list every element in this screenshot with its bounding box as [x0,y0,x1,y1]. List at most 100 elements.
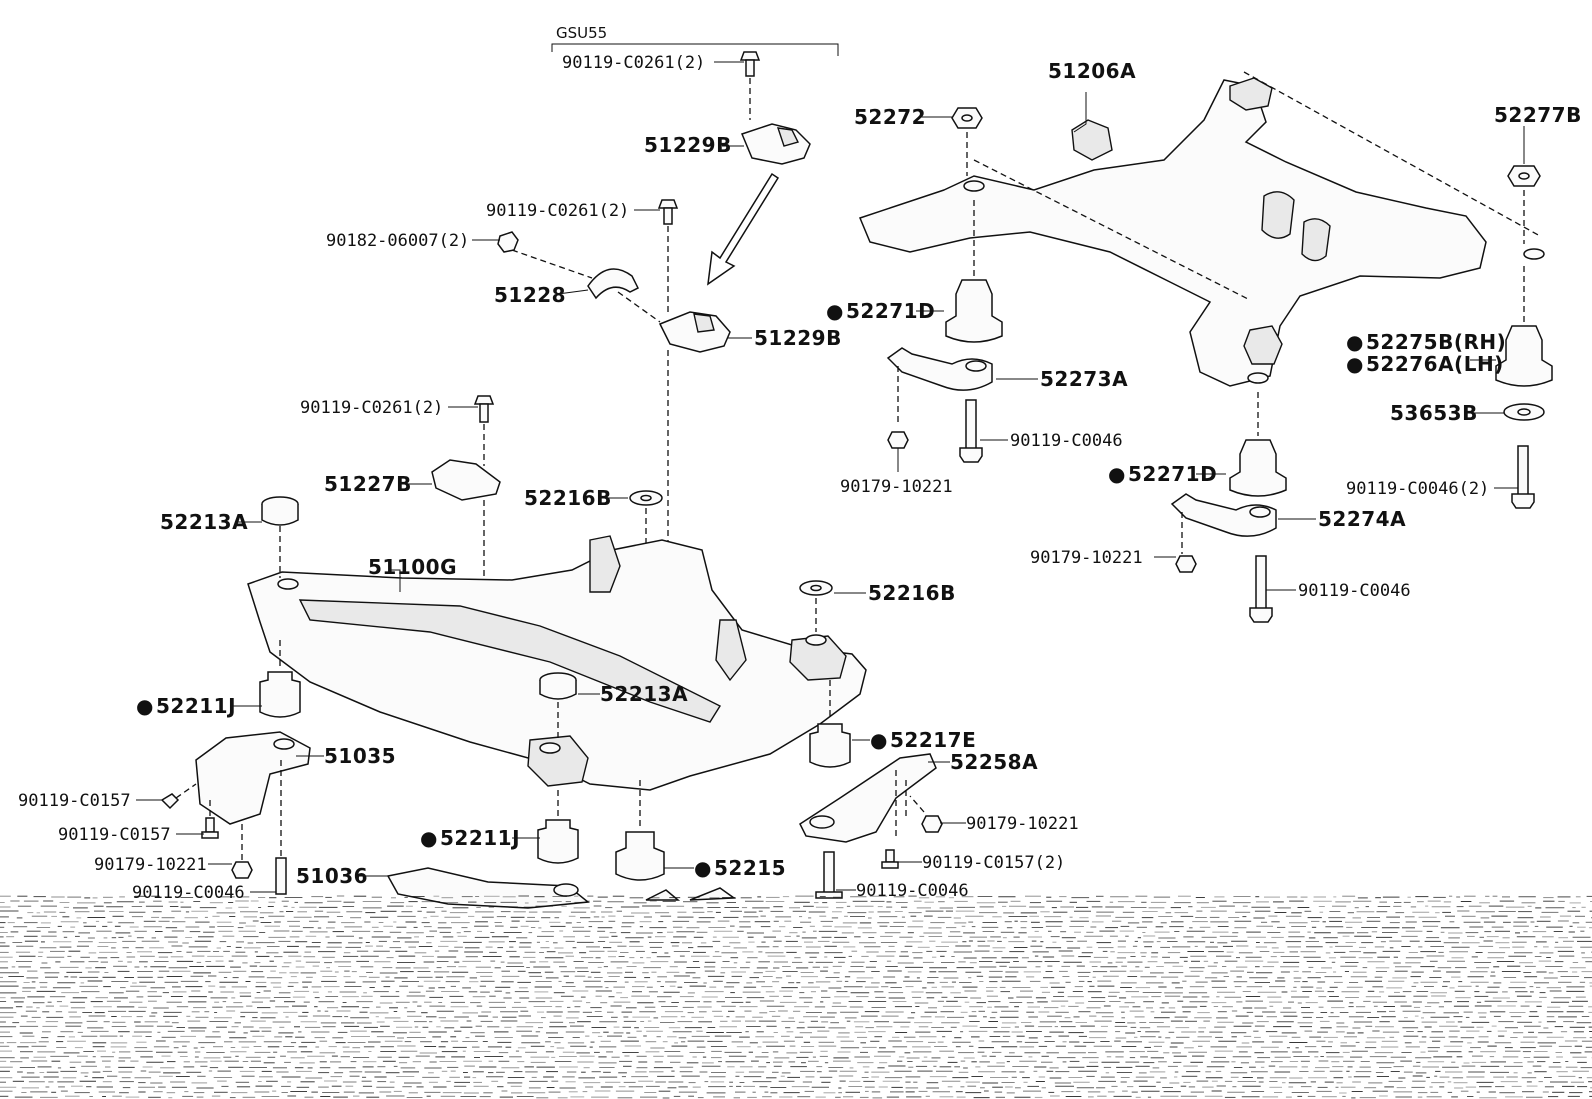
callout-90182-06007: 90182-06007(2) [326,231,469,251]
callout-labels: 90119-C0261(2) 51229B 90119-C0261(2) 901… [18,53,1582,903]
bolt-90119-c0046-r2 [1249,555,1273,623]
callout-90179-10221-mid: 90179-10221 [966,814,1079,834]
large-arrow [707,172,780,286]
callout-51035: 51035 [324,744,396,768]
callout-53653b: 53653B [1390,401,1478,425]
callout-52216b-a: 52216B [524,486,612,510]
callout-52271d-a: 52271D [846,299,935,323]
callout-90119-c0046-r1: 90119-C0046 [1010,431,1123,451]
bullet-marker: ● [1108,462,1126,486]
bolt-90119-c0157-b [201,800,219,839]
callout-52211j-mid: 52211J [440,826,520,850]
gsu55-bracket: GSU55 [551,24,839,56]
callout-90119-c0046-r2: 90119-C0046 [1298,581,1411,601]
washer-52272 [951,107,983,176]
bushing-52271d-b [1229,392,1287,497]
callout-51229b-mid: 51229B [754,326,842,350]
bracket-51229b-top [740,123,811,165]
washer-52216b-b [799,580,833,632]
callout-52275b-group: ● 52275B(RH) [1346,330,1506,354]
bushing-52211j-mid [537,790,579,864]
mount-52213a-left [261,496,299,578]
bolt-90119-c0261-low [473,395,495,466]
callout-51228: 51228 [494,283,566,307]
callout-52276a-group: ● 52276A(LH) [1346,352,1504,376]
callout-52211j-left: 52211J [156,694,236,718]
bullet-marker: ● [1346,352,1364,376]
bullet-marker: ● [826,299,844,323]
bullet-marker: ● [420,826,438,850]
callout-52271d-b-group: ● 52271D [1108,462,1217,486]
callout-52217e: 52217E [890,728,976,752]
callout-52272: 52272 [854,105,926,129]
mount-52213a-mid [539,672,577,740]
group-label: GSU55 [556,24,607,42]
callout-52211j-left-group: ● 52211J [136,694,236,718]
callout-90179-10221-left: 90179-10221 [94,855,207,875]
bracket-51035 [195,731,311,825]
callout-52277b: 52277B [1494,103,1582,127]
callout-52215-group: ● 52215 [694,856,786,880]
callout-90119-c0261-mid: 90119-C0261(2) [486,201,629,221]
bullet-marker: ● [1346,330,1364,354]
bracket-51228 [587,268,661,323]
callout-52258a: 52258A [950,750,1038,774]
callout-52213a-mid: 52213A [600,682,688,706]
bolt-90119-c0261-mid [657,199,679,312]
front-subframe-51100g [247,535,867,791]
bracket-52258a [799,753,937,843]
bullet-marker: ● [136,694,154,718]
bolt-90119-c0157-a [160,783,197,810]
leader-lines [136,61,1525,893]
callout-52213a-left: 52213A [160,510,248,534]
callout-52215: 52215 [714,856,786,880]
callout-90179-10221-r1: 90179-10221 [840,477,953,497]
callout-90119-c0046-left: 90119-C0046 [132,883,245,903]
callout-90119-c0157-b: 90119-C0157 [58,825,171,845]
bullet-marker: ● [694,856,712,880]
callout-52276a: 52276A(LH) [1366,352,1504,376]
bolt-90119-c0046-mid [815,851,843,899]
callout-90119-c0157-2: 90119-C0157(2) [922,853,1065,873]
bushing-52217e [809,680,851,768]
callout-90119-c0046-2: 90119-C0046(2) [1346,479,1489,499]
bolt-90119-c0046-left [275,760,287,895]
bullet-marker: ● [870,728,888,752]
nut-90179-10221-mid [909,795,943,833]
callout-52273a: 52273A [1040,367,1128,391]
nut-90182-06007 [497,231,593,279]
callout-90179-10221-r2: 90179-10221 [1030,548,1143,568]
callout-51229b-top: 51229B [644,133,732,157]
callout-52274a: 52274A [1318,507,1406,531]
nut-90179-10221-r1 [887,431,909,449]
scan-noise-band [0,895,1592,1099]
callout-52216b-b: 52216B [868,581,956,605]
callout-51206a: 51206A [1048,59,1136,83]
washer-52277b [1507,165,1541,244]
callout-52217e-group: ● 52217E [870,728,976,752]
nut-90179-10221-left [231,820,253,879]
bracket-51036 [386,867,590,909]
bracket-52274a [1170,493,1277,554]
callout-51100g: 51100G [368,555,457,579]
bolt-90119-c0046-r1 [959,399,983,463]
bolt-90119-c0157-2 [881,849,899,869]
callout-51227b: 51227B [324,472,412,496]
bushing-52215 [615,780,737,901]
callout-52211j-mid-group: ● 52211J [420,826,520,850]
bracket-52273a [886,347,993,426]
callout-90119-c0157-a: 90119-C0157 [18,791,131,811]
bolt-90119-c0261-top [739,51,761,120]
bushing-52211j-left [259,640,301,718]
bushing-52271d-a [945,200,1003,343]
callout-90119-c0046-mid: 90119-C0046 [856,881,969,901]
washer-53653b [1503,403,1545,421]
rear-subframe-51206a [858,71,1545,387]
callout-52271d-a-group: ● 52271D [826,299,935,323]
callout-52271d-b: 52271D [1128,462,1217,486]
bushing-52275b-52276a [1495,266,1553,387]
bracket-51229b-mid [658,311,731,620]
callout-90119-c0261-top: 90119-C0261(2) [562,53,705,73]
